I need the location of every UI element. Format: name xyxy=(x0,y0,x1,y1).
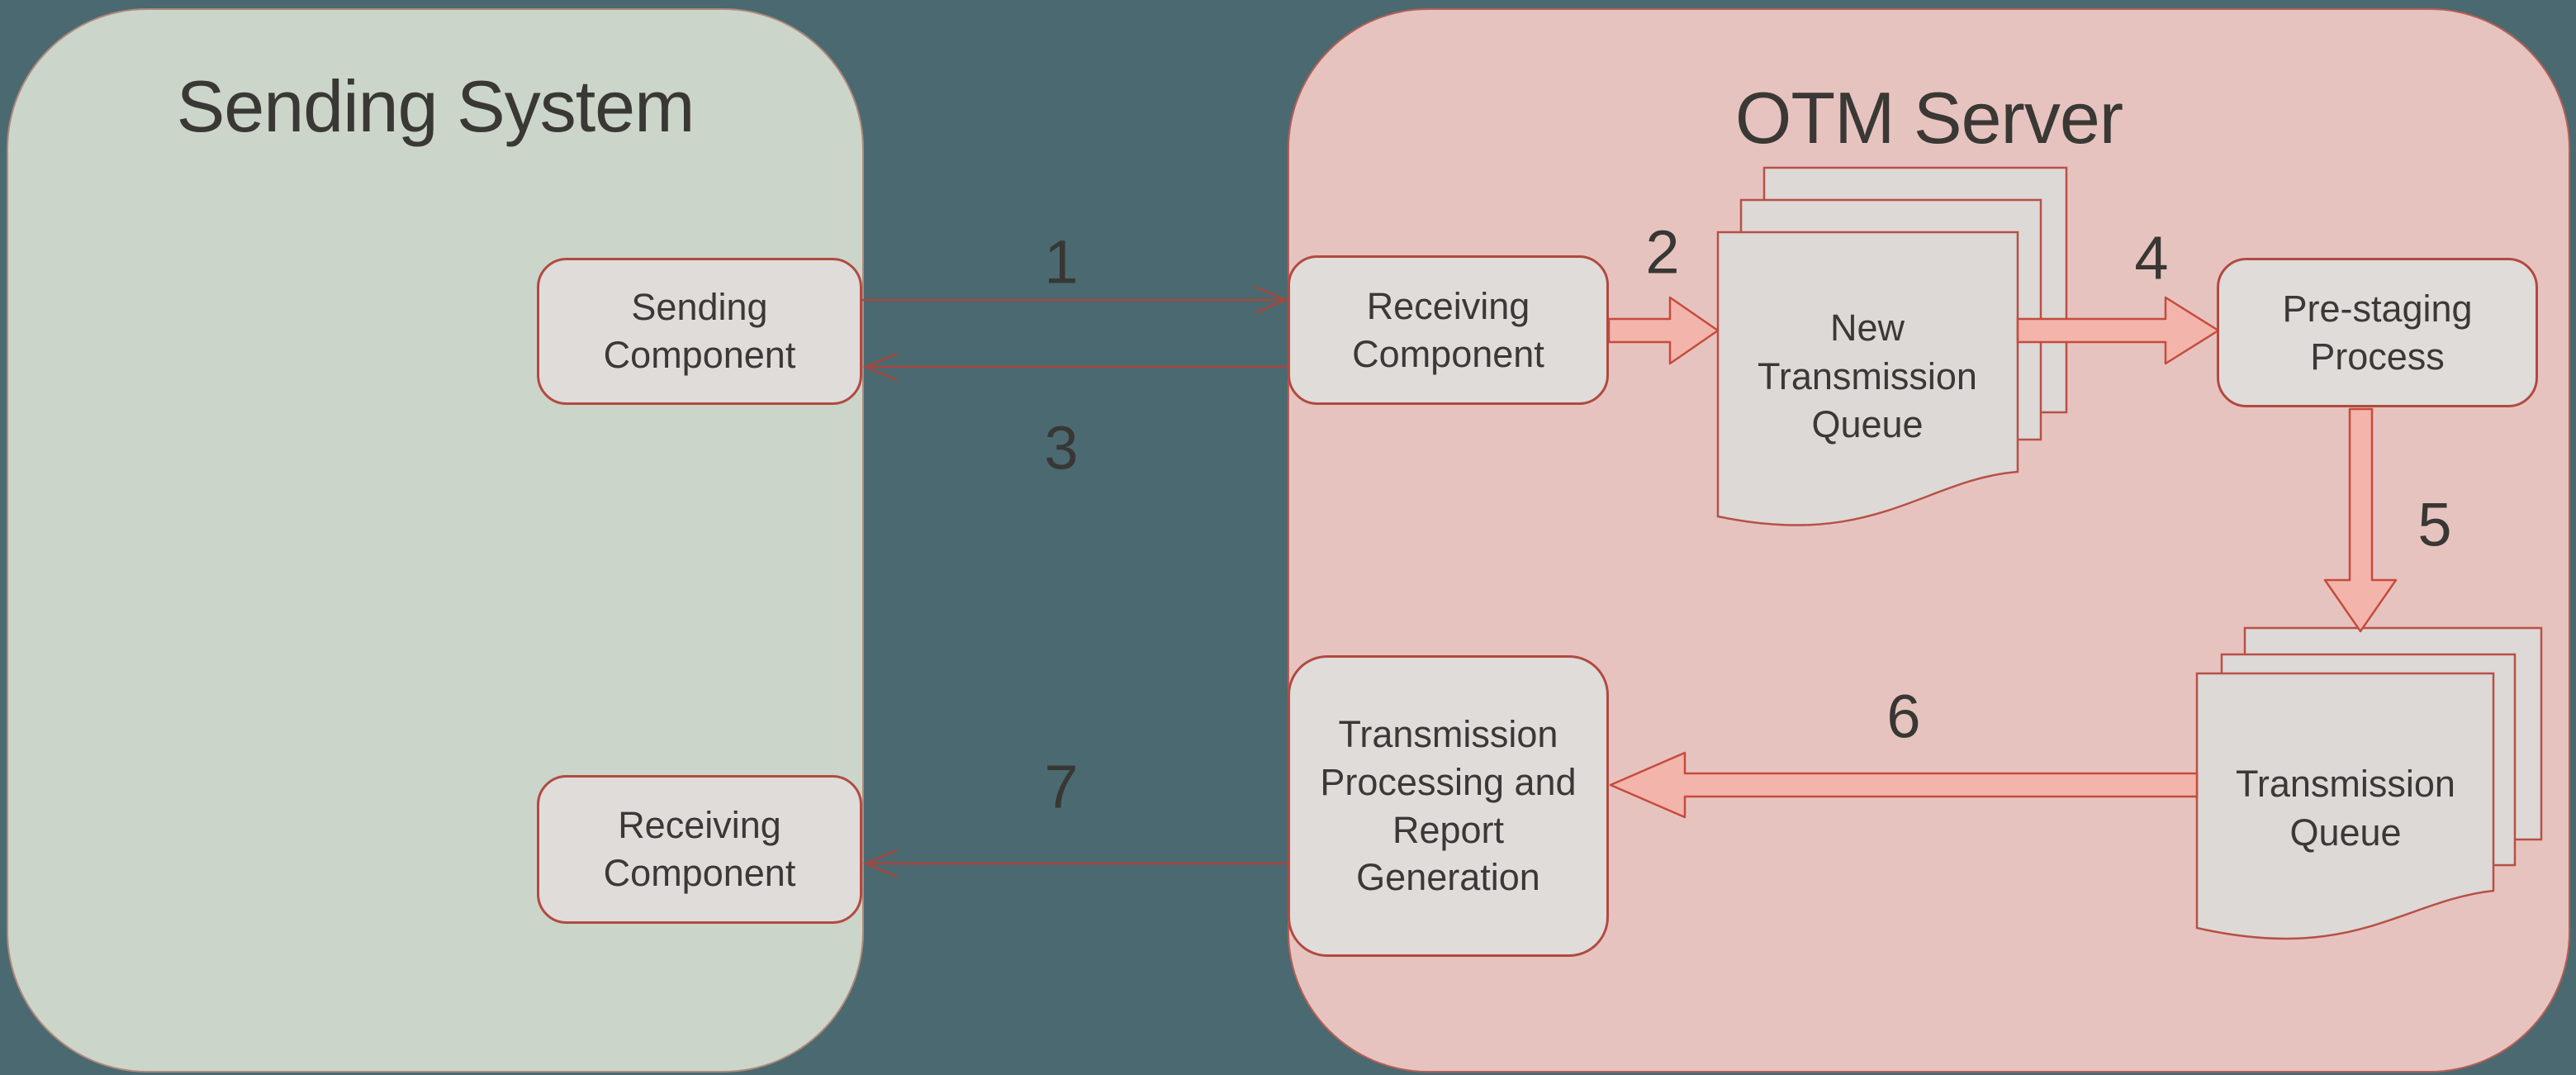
new-transmission-queue-label: New Transmission Queue xyxy=(1758,307,1977,445)
sending-component-label: Sending Component xyxy=(603,286,796,376)
receiving-component-node-otm: Receiving Component xyxy=(1288,255,1609,405)
arrow-step3-left-icon xyxy=(862,352,1287,382)
otm-server-title: OTM Server xyxy=(1734,77,2123,159)
step-number-4: 4 xyxy=(2134,223,2169,293)
step-number-1: 1 xyxy=(1044,227,1079,297)
pre-staging-process-label: Pre-staging Process xyxy=(2282,287,2473,378)
transmission-processing-label: Transmission Processing and Report Gener… xyxy=(1320,713,1577,899)
step-number-3: 3 xyxy=(1044,413,1079,483)
transmission-queue-label: Transmission Queue xyxy=(2236,763,2455,854)
pre-staging-process-node: Pre-staging Process xyxy=(2217,258,2538,407)
sending-system-title: Sending System xyxy=(176,65,695,147)
sending-component-node: Sending Component xyxy=(537,258,862,405)
step-number-7: 7 xyxy=(1044,752,1079,821)
step-number-5: 5 xyxy=(2417,490,2452,559)
step-number-2: 2 xyxy=(1645,217,1680,287)
receiving-component-node-sending-system: Receiving Component xyxy=(537,775,862,924)
step-number-6: 6 xyxy=(1886,682,1921,751)
arrow-step7-left-icon xyxy=(862,849,1287,878)
receiving-component-label: Receiving Component xyxy=(1352,284,1544,375)
receiving-component-label: Receiving Component xyxy=(603,804,796,894)
transmission-processing-node: Transmission Processing and Report Gener… xyxy=(1288,655,1609,957)
